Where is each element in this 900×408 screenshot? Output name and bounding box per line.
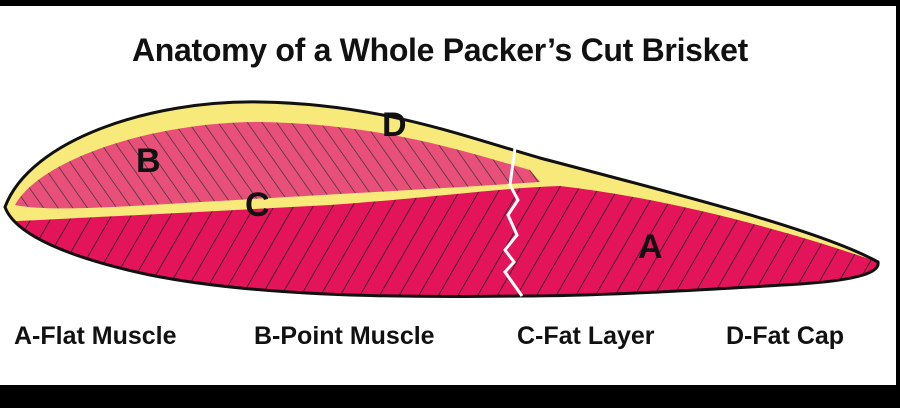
diagram-canvas: Anatomy of a Whole Packer’s Cut Brisket xyxy=(0,6,896,385)
label-b: B xyxy=(136,142,161,180)
cut-line xyxy=(503,147,524,297)
label-a: A xyxy=(638,228,663,266)
legend-fat-cap: D-Fat Cap xyxy=(726,322,845,350)
label-c: C xyxy=(245,186,270,224)
diagram-title: Anatomy of a Whole Packer’s Cut Brisket xyxy=(131,32,749,68)
brisket-outline xyxy=(3,100,880,299)
brisket-illustration: B C D A xyxy=(3,100,880,299)
point-muscle-region xyxy=(15,122,540,209)
flat-muscle-region xyxy=(5,186,879,297)
label-d: D xyxy=(382,106,407,144)
legend-fat-layer: C-Fat Layer xyxy=(517,322,655,350)
legend-flat-muscle: A-Flat Muscle xyxy=(14,322,177,350)
legend-point-muscle: B-Point Muscle xyxy=(254,322,435,350)
